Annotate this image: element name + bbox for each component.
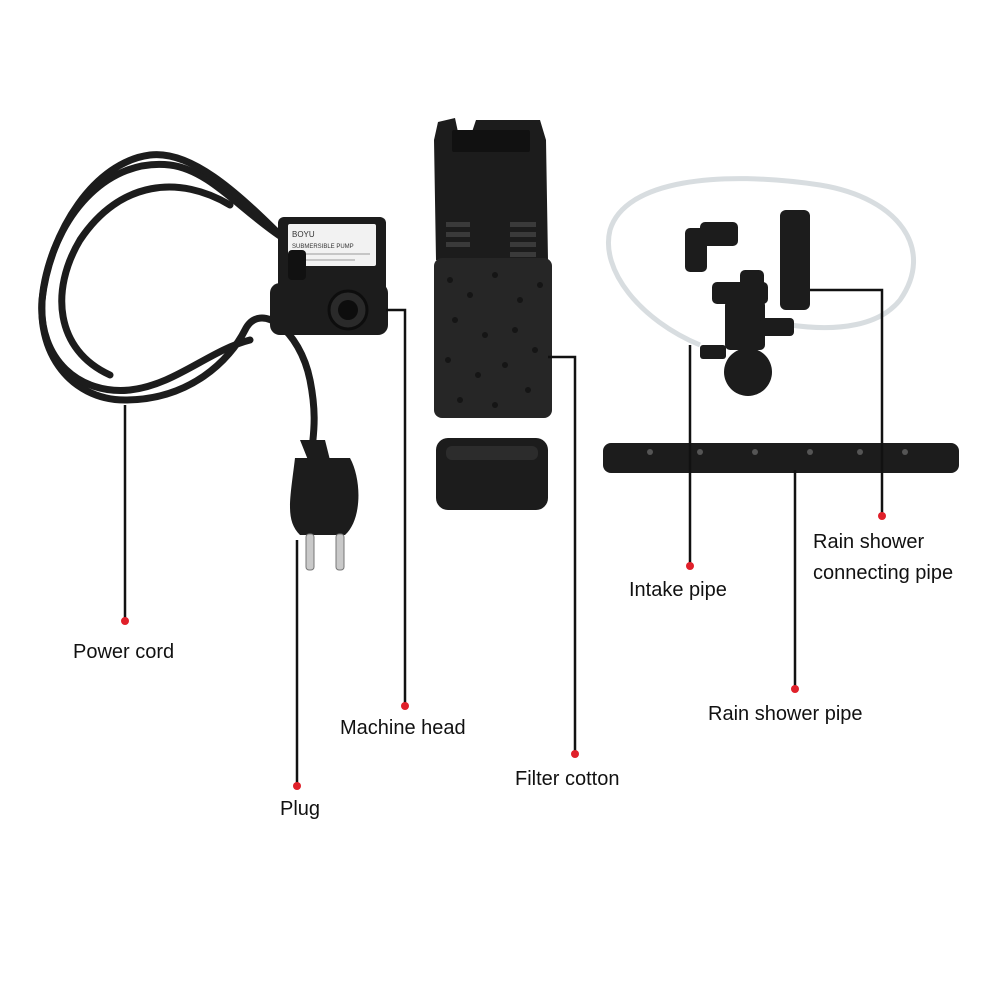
pump-type-text: SUBMERSIBLE PUMP	[292, 244, 354, 250]
label-power-cord: Power cord	[73, 641, 175, 663]
machine-head: BOYU SUBMERSIBLE PUMP	[270, 217, 388, 335]
label-rain-shower-pipe: Rain shower pipe	[708, 703, 863, 725]
rain-shower-pipe-shape	[603, 443, 959, 473]
label-machine-head: Machine head	[340, 717, 466, 739]
label-plug: Plug	[280, 798, 321, 820]
pump-brand-text: BOYU	[292, 230, 315, 239]
leader-lines	[123, 288, 884, 785]
label-rain-shower-connecting-pipe: Rain shower connecting pipe	[813, 527, 953, 589]
silicone-tube	[606, 176, 917, 348]
label-rain-shower-connecting-pipe-line-2: connecting pipe	[813, 562, 954, 584]
power-cord	[38, 151, 318, 456]
plug	[290, 440, 359, 571]
label-filter-cotton: Filter cotton	[515, 768, 620, 790]
filter-body	[434, 118, 548, 260]
label-intake-pipe: Intake pipe	[629, 579, 727, 601]
filter-base	[436, 438, 548, 510]
label-dots	[121, 512, 886, 790]
filter-cotton-sponge	[434, 258, 552, 418]
pipe-fittings	[685, 210, 810, 396]
label-rain-shower-connecting-pipe-line-1: Rain shower	[813, 531, 925, 553]
